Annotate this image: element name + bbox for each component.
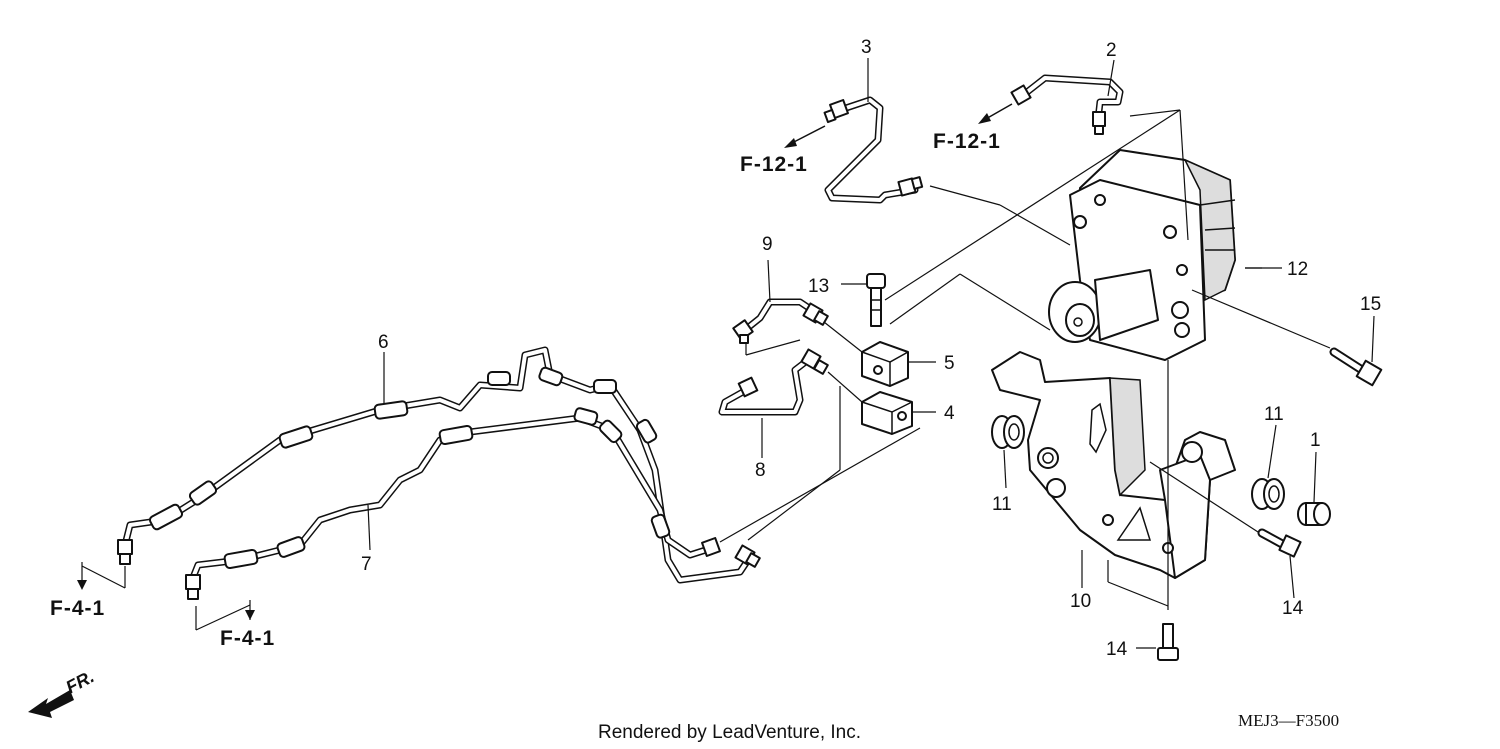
f12-arrow-left [784,125,826,148]
callout-3: 3 [861,37,872,58]
grommet-11-left[interactable] [991,415,1025,449]
callout-9: 9 [762,234,773,255]
bolt-13[interactable] [866,273,886,327]
callout-15: 15 [1360,294,1381,315]
leader-lines [81,58,1375,649]
f12-arrow-right [978,103,1013,124]
callout-8: 8 [755,460,766,481]
brake-pipe-3[interactable] [823,96,924,204]
brake-pipe-2[interactable] [1010,74,1124,135]
callout-12: 12 [1287,259,1308,280]
brake-pipe-9[interactable] [732,298,829,344]
ref-f12-right: F-12-1 [933,130,1001,153]
callout-7: 7 [361,554,372,575]
callout-11-right: 11 [1264,404,1284,425]
brake-pipe-7[interactable] [185,407,721,600]
f4-arrow-left [77,580,87,590]
callout-4: 4 [944,403,955,424]
grommet-11-right[interactable] [1251,478,1285,510]
abs-modulator-12[interactable] [1048,149,1236,361]
arrow-icon [28,690,74,718]
f4-arrow-right [245,610,255,620]
callout-14-right: 14 [1282,598,1304,619]
joint-4[interactable] [861,391,913,435]
ref-f4-left: F-4-1 [50,597,105,620]
footer-credit: Rendered by LeadVenture, Inc. [598,722,861,743]
ref-f12-left: F-12-1 [740,153,808,176]
brake-pipe-6[interactable] [117,346,761,584]
joint-5[interactable] [861,341,909,387]
callout-10: 10 [1070,591,1091,612]
bolt-14-right[interactable] [1257,528,1302,558]
front-indicator: FR. [28,666,97,718]
diagram-code: MEJ3—F3500 [1238,711,1339,730]
bracket-10[interactable] [991,351,1236,579]
bolt-15[interactable] [1329,347,1383,387]
callout-1: 1 [1310,430,1321,451]
collar-1[interactable] [1297,502,1331,526]
callout-13: 13 [808,276,829,297]
callout-14-bottom: 14 [1106,639,1128,660]
brake-pipe-8[interactable] [718,348,829,416]
bolt-14-bottom[interactable] [1157,623,1179,661]
ref-f4-right: F-4-1 [220,627,275,650]
callout-2: 2 [1106,40,1117,61]
callout-11-left: 11 [992,494,1012,515]
callout-5: 5 [944,353,955,374]
callout-6: 6 [378,332,389,353]
